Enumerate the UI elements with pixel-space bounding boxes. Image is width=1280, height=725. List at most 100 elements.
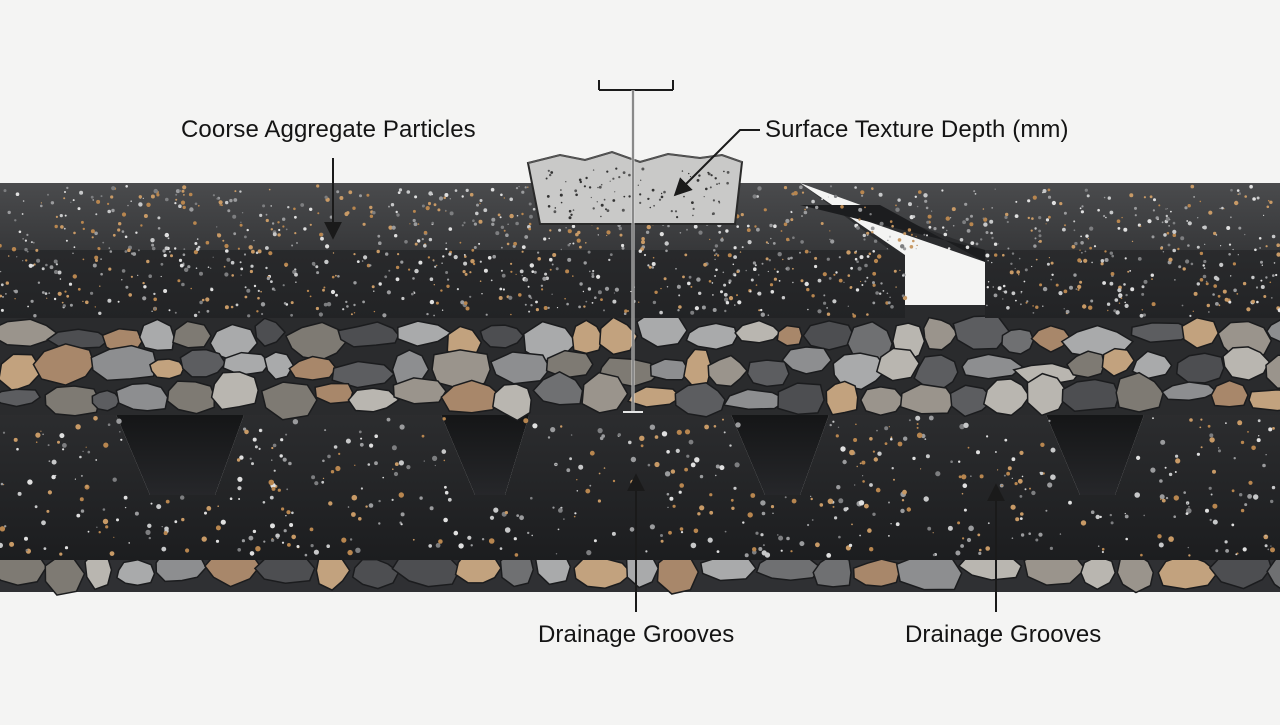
texture-speck bbox=[641, 237, 645, 241]
texture-speck bbox=[441, 262, 443, 264]
texture-speck bbox=[600, 298, 603, 301]
texture-speck bbox=[854, 257, 858, 261]
texture-speck bbox=[572, 209, 575, 211]
texture-speck bbox=[1024, 488, 1027, 491]
texture-speck bbox=[864, 280, 867, 283]
texture-speck bbox=[1158, 204, 1161, 207]
texture-speck bbox=[652, 300, 657, 305]
texture-speck bbox=[1232, 262, 1236, 266]
texture-speck bbox=[386, 417, 391, 422]
texture-speck bbox=[576, 238, 581, 243]
texture-speck bbox=[893, 269, 897, 273]
texture-speck bbox=[463, 254, 466, 256]
texture-speck bbox=[393, 471, 399, 477]
texture-speck bbox=[495, 231, 500, 236]
texture-speck bbox=[1173, 515, 1176, 518]
texture-speck bbox=[997, 469, 999, 471]
texture-speck bbox=[747, 512, 753, 518]
texture-speck bbox=[521, 212, 524, 216]
texture-speck bbox=[877, 451, 882, 456]
texture-speck bbox=[551, 263, 554, 266]
texture-speck bbox=[163, 531, 168, 536]
texture-speck bbox=[1160, 246, 1163, 250]
texture-speck bbox=[1263, 534, 1269, 540]
texture-speck bbox=[560, 425, 563, 428]
texture-speck bbox=[515, 273, 517, 275]
texture-speck bbox=[295, 281, 297, 283]
texture-speck bbox=[1172, 248, 1176, 253]
texture-speck bbox=[254, 445, 258, 449]
texture-speck bbox=[982, 208, 985, 210]
texture-speck bbox=[1163, 233, 1167, 237]
texture-speck bbox=[1190, 262, 1194, 266]
texture-speck bbox=[530, 297, 533, 300]
texture-speck bbox=[877, 254, 882, 259]
texture-speck bbox=[569, 457, 572, 461]
texture-speck bbox=[1083, 258, 1088, 263]
texture-speck bbox=[693, 224, 698, 229]
texture-speck bbox=[233, 198, 238, 202]
texture-speck bbox=[259, 213, 263, 217]
texture-speck bbox=[826, 257, 830, 261]
texture-speck bbox=[1118, 294, 1122, 298]
texture-speck bbox=[736, 294, 738, 297]
texture-speck bbox=[285, 433, 288, 436]
texture-speck bbox=[982, 217, 985, 220]
texture-speck bbox=[253, 239, 255, 242]
texture-speck bbox=[1269, 200, 1273, 204]
texture-speck bbox=[47, 193, 49, 196]
texture-speck bbox=[661, 431, 668, 437]
texture-speck bbox=[681, 170, 684, 172]
texture-speck bbox=[0, 308, 4, 312]
texture-speck bbox=[710, 174, 713, 177]
texture-speck bbox=[473, 246, 477, 249]
texture-speck bbox=[0, 270, 2, 273]
texture-speck bbox=[90, 291, 94, 295]
texture-speck bbox=[1270, 547, 1275, 553]
texture-speck bbox=[443, 196, 447, 200]
texture-speck bbox=[315, 306, 319, 311]
texture-speck bbox=[59, 552, 63, 556]
texture-speck bbox=[947, 525, 953, 531]
texture-speck bbox=[823, 294, 826, 297]
aggregate-stone bbox=[598, 316, 639, 356]
texture-speck bbox=[1141, 285, 1145, 289]
texture-speck bbox=[396, 213, 400, 217]
texture-speck bbox=[1084, 250, 1087, 253]
texture-speck bbox=[33, 314, 37, 318]
texture-speck bbox=[425, 206, 430, 211]
texture-speck bbox=[753, 267, 757, 272]
texture-speck bbox=[395, 277, 400, 282]
texture-speck bbox=[806, 287, 810, 292]
texture-speck bbox=[237, 247, 240, 250]
texture-speck bbox=[328, 501, 333, 506]
texture-speck bbox=[1272, 274, 1275, 277]
texture-speck bbox=[1035, 538, 1039, 542]
texture-speck bbox=[185, 548, 190, 553]
texture-speck bbox=[1080, 210, 1084, 214]
texture-speck bbox=[1208, 311, 1210, 313]
texture-speck bbox=[282, 217, 286, 221]
texture-speck bbox=[241, 212, 244, 214]
texture-speck bbox=[694, 306, 700, 311]
texture-speck bbox=[1063, 211, 1067, 215]
texture-speck bbox=[606, 230, 611, 235]
texture-speck bbox=[460, 300, 465, 305]
texture-speck bbox=[910, 233, 913, 236]
texture-speck bbox=[1049, 546, 1053, 551]
texture-speck bbox=[1034, 227, 1037, 230]
texture-sample-block bbox=[526, 150, 744, 225]
texture-speck bbox=[72, 252, 74, 255]
texture-speck bbox=[1254, 248, 1257, 252]
texture-speck bbox=[361, 260, 364, 262]
texture-speck bbox=[1129, 193, 1134, 198]
texture-speck bbox=[592, 269, 595, 273]
texture-speck bbox=[589, 270, 591, 273]
texture-speck bbox=[1109, 281, 1114, 286]
texture-speck bbox=[348, 190, 353, 195]
texture-speck bbox=[1058, 291, 1063, 296]
texture-speck bbox=[591, 302, 594, 304]
texture-speck bbox=[388, 205, 390, 208]
texture-speck bbox=[445, 209, 447, 212]
texture-speck bbox=[628, 195, 631, 198]
